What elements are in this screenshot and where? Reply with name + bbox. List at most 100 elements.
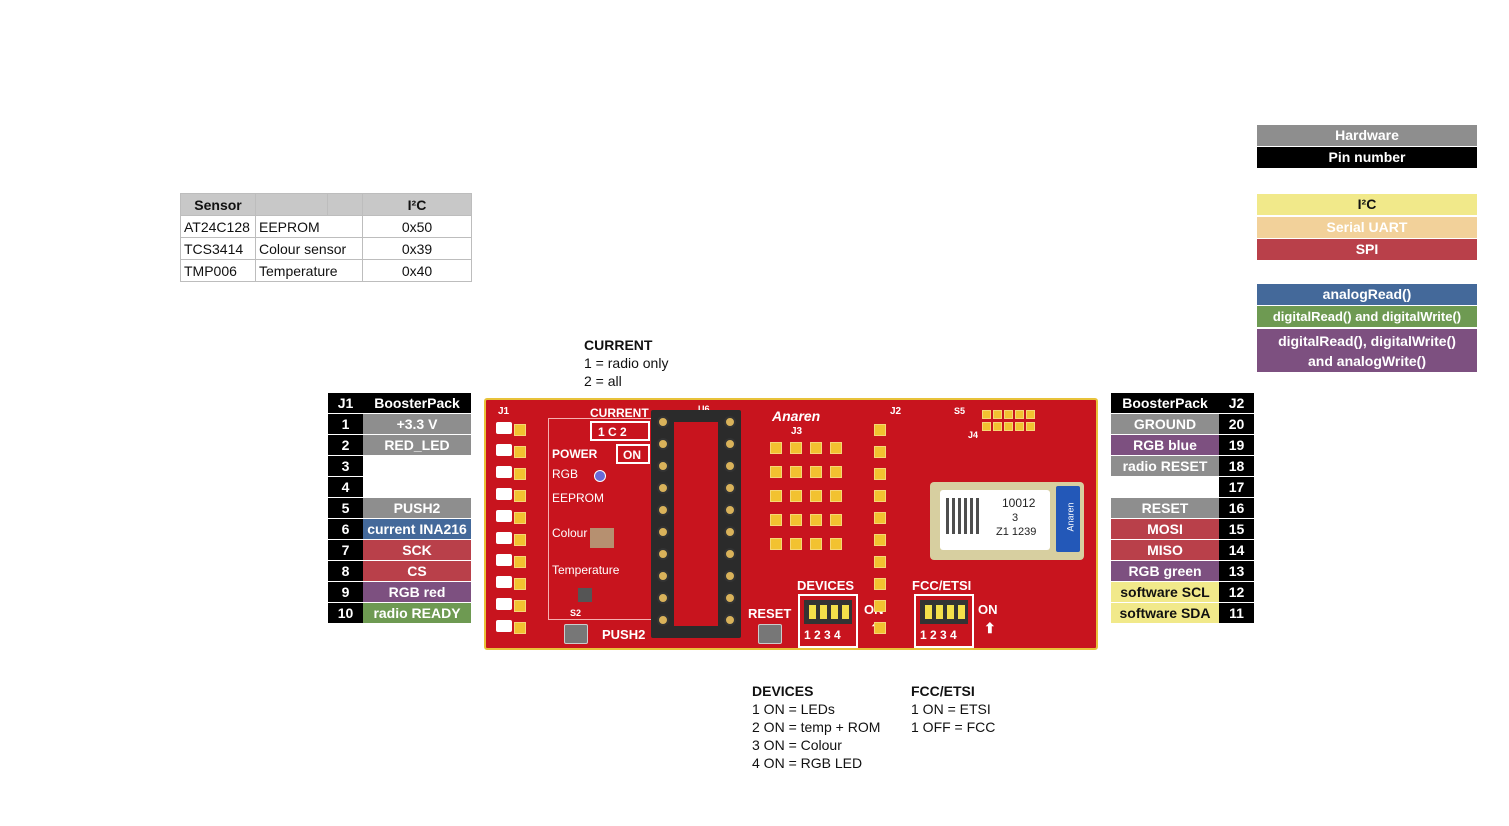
pin-function: RGB green (1111, 561, 1219, 582)
j1-pin-table: J1 BoosterPack 1+3.3 V2RED_LED345PUSH26c… (328, 393, 471, 624)
legend-digital: digitalRead() and digitalWrite() (1257, 306, 1477, 327)
devices-note-line-3: 3 ON = Colour (752, 737, 842, 753)
pin-number: 10 (328, 603, 363, 624)
devices-dip-2[interactable] (820, 605, 827, 619)
pin-function (1111, 477, 1219, 498)
table-row: 8CS (328, 561, 471, 582)
j4-pad (993, 410, 1002, 419)
j2-pad (874, 446, 886, 458)
j4-pad (982, 422, 991, 431)
sensor-part: TMP006 (181, 260, 256, 282)
sensor-address: 0x39 (363, 238, 472, 260)
j3-pad (770, 490, 782, 502)
j1-pad (496, 444, 512, 456)
fcc-on-arrow-icon: ⬆ (984, 620, 996, 637)
pin-function: MISO (1111, 540, 1219, 561)
devices-dip-4[interactable] (842, 605, 849, 619)
j3-pad (810, 514, 822, 526)
j3-pad (770, 442, 782, 454)
table-row: RESET16 (1111, 498, 1254, 519)
sensor-part: TCS3414 (181, 238, 256, 260)
header-sensor: Sensor (181, 194, 256, 216)
socket-hole (724, 504, 736, 516)
pin-function: PUSH2 (363, 498, 471, 519)
reset-button[interactable] (758, 624, 782, 644)
pin-function: CS (363, 561, 471, 582)
silk-j2: J2 (890, 406, 901, 417)
silk-s2: S2 (570, 608, 581, 618)
j1-header: J1 BoosterPack (328, 393, 471, 414)
push2-label: PUSH2 (602, 627, 645, 642)
table-row: RGB blue19 (1111, 435, 1254, 456)
table-row: 9RGB red (328, 582, 471, 603)
current-note-line-2: 2 = all (584, 373, 622, 389)
j1-pad (514, 446, 526, 458)
j1-pad (496, 488, 512, 500)
table-row: 17 (1111, 477, 1254, 498)
module-brand: Anaren (1066, 502, 1076, 531)
fcc-dip-3[interactable] (947, 605, 954, 619)
devices-dip-1[interactable] (809, 605, 816, 619)
header-i2c: I²C (363, 194, 472, 216)
table-row: software SCL12 (1111, 582, 1254, 603)
socket-hole (657, 504, 669, 516)
pin-function (363, 456, 471, 477)
j1-pad (496, 576, 512, 588)
devices-dip-3[interactable] (831, 605, 838, 619)
header-blank-2 (328, 194, 363, 216)
socket-hole (657, 570, 669, 582)
pin-number: 20 (1219, 414, 1254, 435)
fcc-note-title: FCC/ETSI (911, 683, 975, 699)
socket-hole (657, 526, 669, 538)
j1-pad (496, 510, 512, 522)
devices-note: DEVICES 1 ON = LEDs 2 ON = temp + ROM 3 … (752, 682, 880, 772)
j1-pad (514, 578, 526, 590)
j1-pad (514, 512, 526, 524)
sensor-address: 0x40 (363, 260, 472, 282)
fcc-dip-2[interactable] (936, 605, 943, 619)
j4-pad (1015, 410, 1024, 419)
push2-button[interactable] (564, 624, 588, 644)
legend-hardware: Hardware (1257, 125, 1477, 146)
j1-pad (514, 622, 526, 634)
table-row: MISO14 (1111, 540, 1254, 561)
socket-hole (724, 548, 736, 560)
j2-pad (874, 468, 886, 480)
devices-dip-switch[interactable]: 1 2 3 4 (798, 594, 858, 648)
pin-function: SCK (363, 540, 471, 561)
pin-number: 19 (1219, 435, 1254, 456)
fcc-dip-4[interactable] (958, 605, 965, 619)
j1-pad (496, 620, 512, 632)
fcc-etsi-dip-switch[interactable]: 1 2 3 4 (914, 594, 974, 648)
socket-hole (724, 526, 736, 538)
table-row: software SDA11 (1111, 603, 1254, 624)
legend-spi: SPI (1257, 239, 1477, 260)
pin-number: 1 (328, 414, 363, 435)
sensor-part: AT24C128 (181, 216, 256, 238)
table-row: 1+3.3 V (328, 414, 471, 435)
j1-header-boosterpack: BoosterPack (363, 393, 471, 414)
header-blank-1 (256, 194, 328, 216)
pin-function: current INA216 (363, 519, 471, 540)
j4-pad (982, 410, 991, 419)
table-row: TCS3414 Colour sensor 0x39 (181, 238, 472, 260)
pin-number: 13 (1219, 561, 1254, 582)
j4-pad (1015, 422, 1024, 431)
pin-number: 9 (328, 582, 363, 603)
current-note-line-1: 1 = radio only (584, 355, 668, 371)
legend-analog-read: analogRead() (1257, 284, 1477, 305)
j2-pad (874, 578, 886, 590)
pin-number: 17 (1219, 477, 1254, 498)
devices-note-title: DEVICES (752, 683, 813, 699)
devices-dip-numbers: 1 2 3 4 (804, 628, 841, 642)
table-row: 6current INA216 (328, 519, 471, 540)
fcc-dip-1[interactable] (925, 605, 932, 619)
pin-number: 4 (328, 477, 363, 498)
j3-pad (790, 538, 802, 550)
module-qr-code (946, 498, 982, 534)
pin-number: 12 (1219, 582, 1254, 603)
j2-header-label: J2 (1219, 393, 1254, 414)
socket-hole (724, 614, 736, 626)
socket-hole (724, 460, 736, 472)
j3-pad (790, 442, 802, 454)
